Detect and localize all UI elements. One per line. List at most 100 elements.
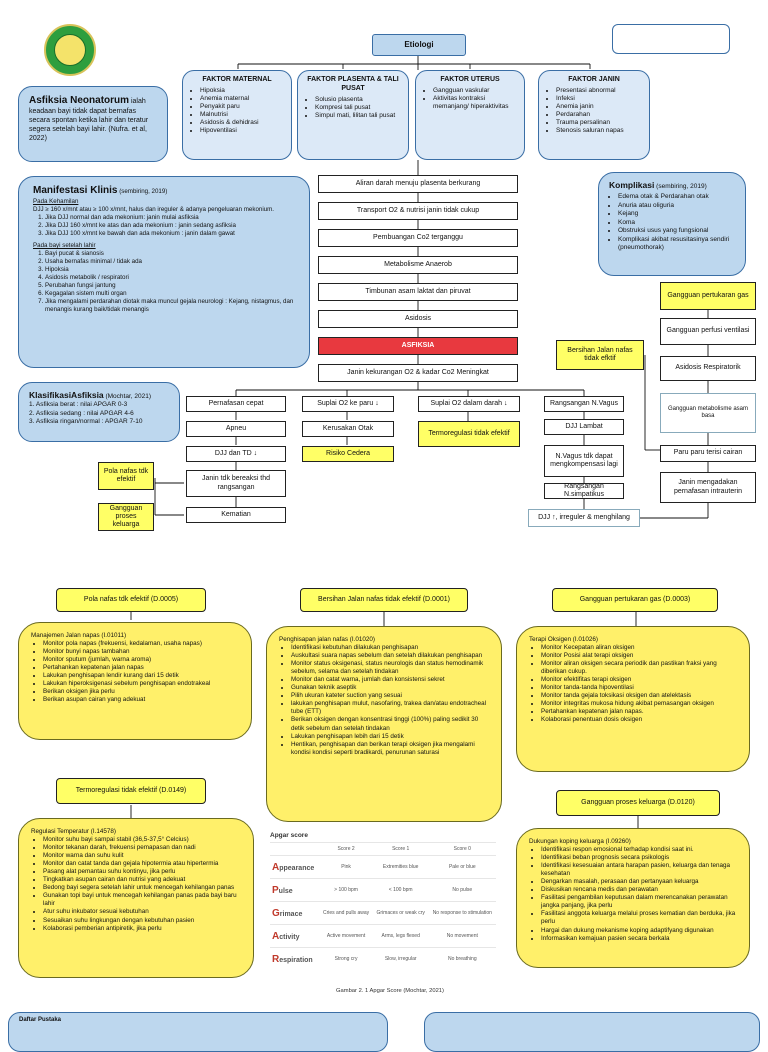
- definition-title: Asfiksia Neonatorum: [29, 95, 130, 106]
- factor-item: Solusio plasenta: [315, 96, 400, 104]
- intervensi-item: Monitor dan catat warna, jumlah dan kons…: [291, 676, 489, 684]
- diag-bersihan: Bersihan Jalan nafas tidak efektif (D.00…: [300, 588, 468, 612]
- factor-title: FAKTOR PLASENTA & TALI PUSAT: [307, 76, 399, 92]
- apgar-row-label: Appearance: [270, 855, 320, 879]
- apgar-row-label: Respiration: [270, 947, 320, 970]
- factor-janin: FAKTOR JANIN Presentasi abnormal Infeksi…: [538, 70, 650, 160]
- empty-name-box: [612, 24, 730, 54]
- intervensi-list: Identifikasi kebutuhan dilakukan penghis…: [279, 644, 489, 757]
- pola-nafas-yellow: Pola nafas tdk efektif: [98, 462, 154, 490]
- col4-rangsangan-simpatikus: Rangsangan N.simpatikus: [544, 483, 624, 499]
- factor-item: Anemia maternal: [200, 95, 283, 103]
- intervensi-termoregulasi: Regulasi Temperatur (I.14578) Monitor su…: [18, 818, 254, 978]
- apgar-row: Respiration Strong cry Slow, irregular N…: [270, 947, 496, 970]
- kehamilan-item: Jika DJJ 160 x/mnt ke atas dan ada mekon…: [45, 222, 295, 230]
- intervensi-list: Identifikasi respon emosional terhadap k…: [529, 846, 737, 943]
- komplikasi-item: Koma: [618, 219, 735, 227]
- factor-item: Hipoksia: [200, 87, 283, 95]
- intervensi-list: Monitor pola napas (frekuensi, kedalaman…: [31, 640, 239, 704]
- apgar-header-row: Score 2 Score 1 Score 0: [270, 842, 496, 856]
- factor-item: Gangguan vaskular: [433, 87, 516, 95]
- col1-janin-tdk-bereaksi: Janin tdk bereaksi thd rangsangan: [186, 470, 286, 497]
- lahir-item: Usaha bernafas minimal / tidak ada: [45, 258, 295, 266]
- col1-pernafasan: Pernafasan cepat: [186, 396, 286, 412]
- manifestasi-cite: (sembiring, 2019): [119, 188, 168, 195]
- komplikasi-item: Komplikasi akibat resusitasinya sendiri …: [618, 236, 735, 253]
- factor-item: Kompresi tali pusat: [315, 104, 400, 112]
- col4-rangsangan-vagus: Rangsangan N.Vagus: [544, 396, 624, 412]
- diag-proses-keluarga: Gangguan proses keluarga (D.0120): [556, 790, 720, 816]
- flow-janin-kekurangan: Janin kekurangan O2 & kadar Co2 Meningka…: [318, 364, 518, 382]
- intervensi-heading: Terapi Oksigen (I.01026): [529, 636, 598, 643]
- intervensi-item: Gunakan teknik aseptik: [291, 684, 489, 692]
- intervensi-heading: Regulasi Temperatur (I.14578): [31, 828, 116, 835]
- intervensi-item: Identifikasi beban prognosis secara psik…: [541, 854, 737, 862]
- apgar-caption: Gambar 2. 1 Apgar Score (Mochtar, 2021): [336, 988, 444, 994]
- intervensi-item: Monitor sputum (jumlah, warna aroma): [43, 656, 239, 664]
- lahir-item: Perubahan fungsi jantung: [45, 282, 295, 290]
- factor-uterus: FAKTOR UTERUS Gangguan vaskular Aktivita…: [415, 70, 525, 160]
- intervensi-item: Fasilitasi pengambilan keputusan dalam m…: [541, 894, 737, 910]
- diag-pertukaran-gas: Gangguan pertukaran gas (D.0003): [552, 588, 718, 612]
- intervensi-pertukaran-gas: Terapi Oksigen (I.01026) Monitor Kecepat…: [516, 626, 750, 772]
- apgar-col-header: Score 0: [428, 842, 496, 856]
- apgar-row: Pulse > 100 bpm < 100 bpm No pulse: [270, 878, 496, 902]
- intervensi-item: Monitor tekanan darah, frekuensi pemapas…: [43, 844, 241, 852]
- col2-kerusakan-otak: Kerusakan Otak: [302, 421, 394, 437]
- komplikasi-cite: (sembiring, 2019): [656, 183, 707, 190]
- intervensi-item: Gunakan topi bayi untuk mencegah kehilan…: [43, 892, 241, 908]
- bersihan-top-yellow: Bersihan Jalan nafas tidak efktif: [556, 340, 644, 370]
- flow-asfiksia: ASFIKSIA: [318, 337, 518, 355]
- intervensi-item: Monitor aliran oksigen secara periodik d…: [541, 660, 737, 676]
- factor-item: Infeksi: [556, 95, 641, 103]
- intervensi-list: Monitor Kecepatan aliran oksigen Monitor…: [529, 644, 737, 724]
- intervensi-heading: Manajemen Jalan napas (I.01011): [31, 632, 127, 639]
- intervensi-item: Monitor efektifitas terapi oksigen: [541, 676, 737, 684]
- intervensi-item: Monitor Kecepatan aliran oksigen: [541, 644, 737, 652]
- col3-termoregulasi: Termoregulasi tidak efektif: [418, 421, 520, 447]
- kehamilan-intro: DJJ ≥ 160 x/mnt atau ≥ 100 x/mnt, halus …: [33, 205, 275, 213]
- flow-aliran: Aliran darah menuju plasenta berkurang: [318, 175, 518, 193]
- komplikasi-item: Edema otak & Perdarahan otak: [618, 193, 735, 201]
- footer-right-box: [424, 1012, 760, 1052]
- intervensi-item: Identifikasi kesesuaian antara harapan p…: [541, 862, 737, 878]
- intervensi-item: Monitor suhu bayi sampai stabil (36,5-37…: [43, 836, 241, 844]
- col5-perfusi: Gangguan perfusi ventilasi: [660, 318, 756, 345]
- col1-apneu: Apneu: [186, 421, 286, 437]
- intervensi-item: Berikan asupan cairan yang adekuat: [43, 696, 239, 704]
- intervensi-item: Monitor tanda-tanda hipoventilasi: [541, 684, 737, 692]
- komplikasi-item: Kejang: [618, 210, 735, 218]
- apgar-col-header: Score 2: [319, 842, 373, 856]
- apgar-row-label: Activity: [270, 924, 320, 948]
- intervensi-item: Monitor tanda gejala toksikasi oksigen d…: [541, 692, 737, 700]
- intervensi-item: Monitor dan catat tanda dan gejala hipot…: [43, 860, 241, 868]
- flow-asidosis: Asidosis: [318, 310, 518, 328]
- apgar-row: Appearance Pink Extremities blue Pale or…: [270, 855, 496, 879]
- col1-kematian: Kematian: [186, 507, 286, 523]
- kehamilan-item: Jika DJJ normal dan ada mekonium: janin …: [45, 214, 295, 222]
- intervensi-item: Atur suhu inkubator sesuai kebutuhan: [43, 908, 241, 916]
- apgar-cell: Extremities blue: [372, 855, 429, 879]
- apgar-table: Score 2 Score 1 Score 0 Appearance Pink …: [270, 842, 496, 970]
- factor-title: FAKTOR JANIN: [568, 76, 620, 83]
- komplikasi-title: Komplikasi: [609, 180, 655, 190]
- lahir-item: Jika mengalami perdarahan diotak maka mu…: [45, 298, 295, 314]
- apgar-cell: Active movement: [319, 924, 373, 948]
- apgar-cell: Pink: [319, 855, 373, 879]
- intervensi-item: Monitor bunyi napas tambahan: [43, 648, 239, 656]
- intervensi-heading: Dukungan koping keluarga (I.09260): [529, 838, 631, 845]
- intervensi-item: Monitor Posisi alat terapi oksigen: [541, 652, 737, 660]
- intervensi-proses-keluarga: Dukungan koping keluarga (I.09260) Ident…: [516, 828, 750, 968]
- apgar-cell: No response to stimulation: [428, 901, 496, 925]
- flow-pembuangan: Pembuangan Co2 terganggu: [318, 229, 518, 247]
- lahir-list: Bayi pucat & sianosis Usaha bernafas min…: [33, 250, 295, 314]
- intervensi-item: Informasikan kemajuan pasien secara berk…: [541, 935, 737, 943]
- factor-list: Hipoksia Anemia maternal Penyakit paru M…: [191, 87, 283, 136]
- col5-metabolisme-asam: Gangguan metabolisme asam basa: [660, 393, 756, 433]
- klasifikasi-title: KlasifikasiAsfiksia: [29, 390, 104, 400]
- intervensi-item: Lakukan hiperoksigenasi sebelum penghisa…: [43, 680, 239, 688]
- manifestasi-box: Manifestasi Klinis (sembiring, 2019) Pad…: [18, 176, 310, 368]
- daftar-pustaka-title: Daftar Pustaka: [19, 1017, 62, 1023]
- intervensi-item: Diskusikan rencana medis dan perawatan: [541, 886, 737, 894]
- apgar-cell: < 100 bpm: [372, 878, 429, 902]
